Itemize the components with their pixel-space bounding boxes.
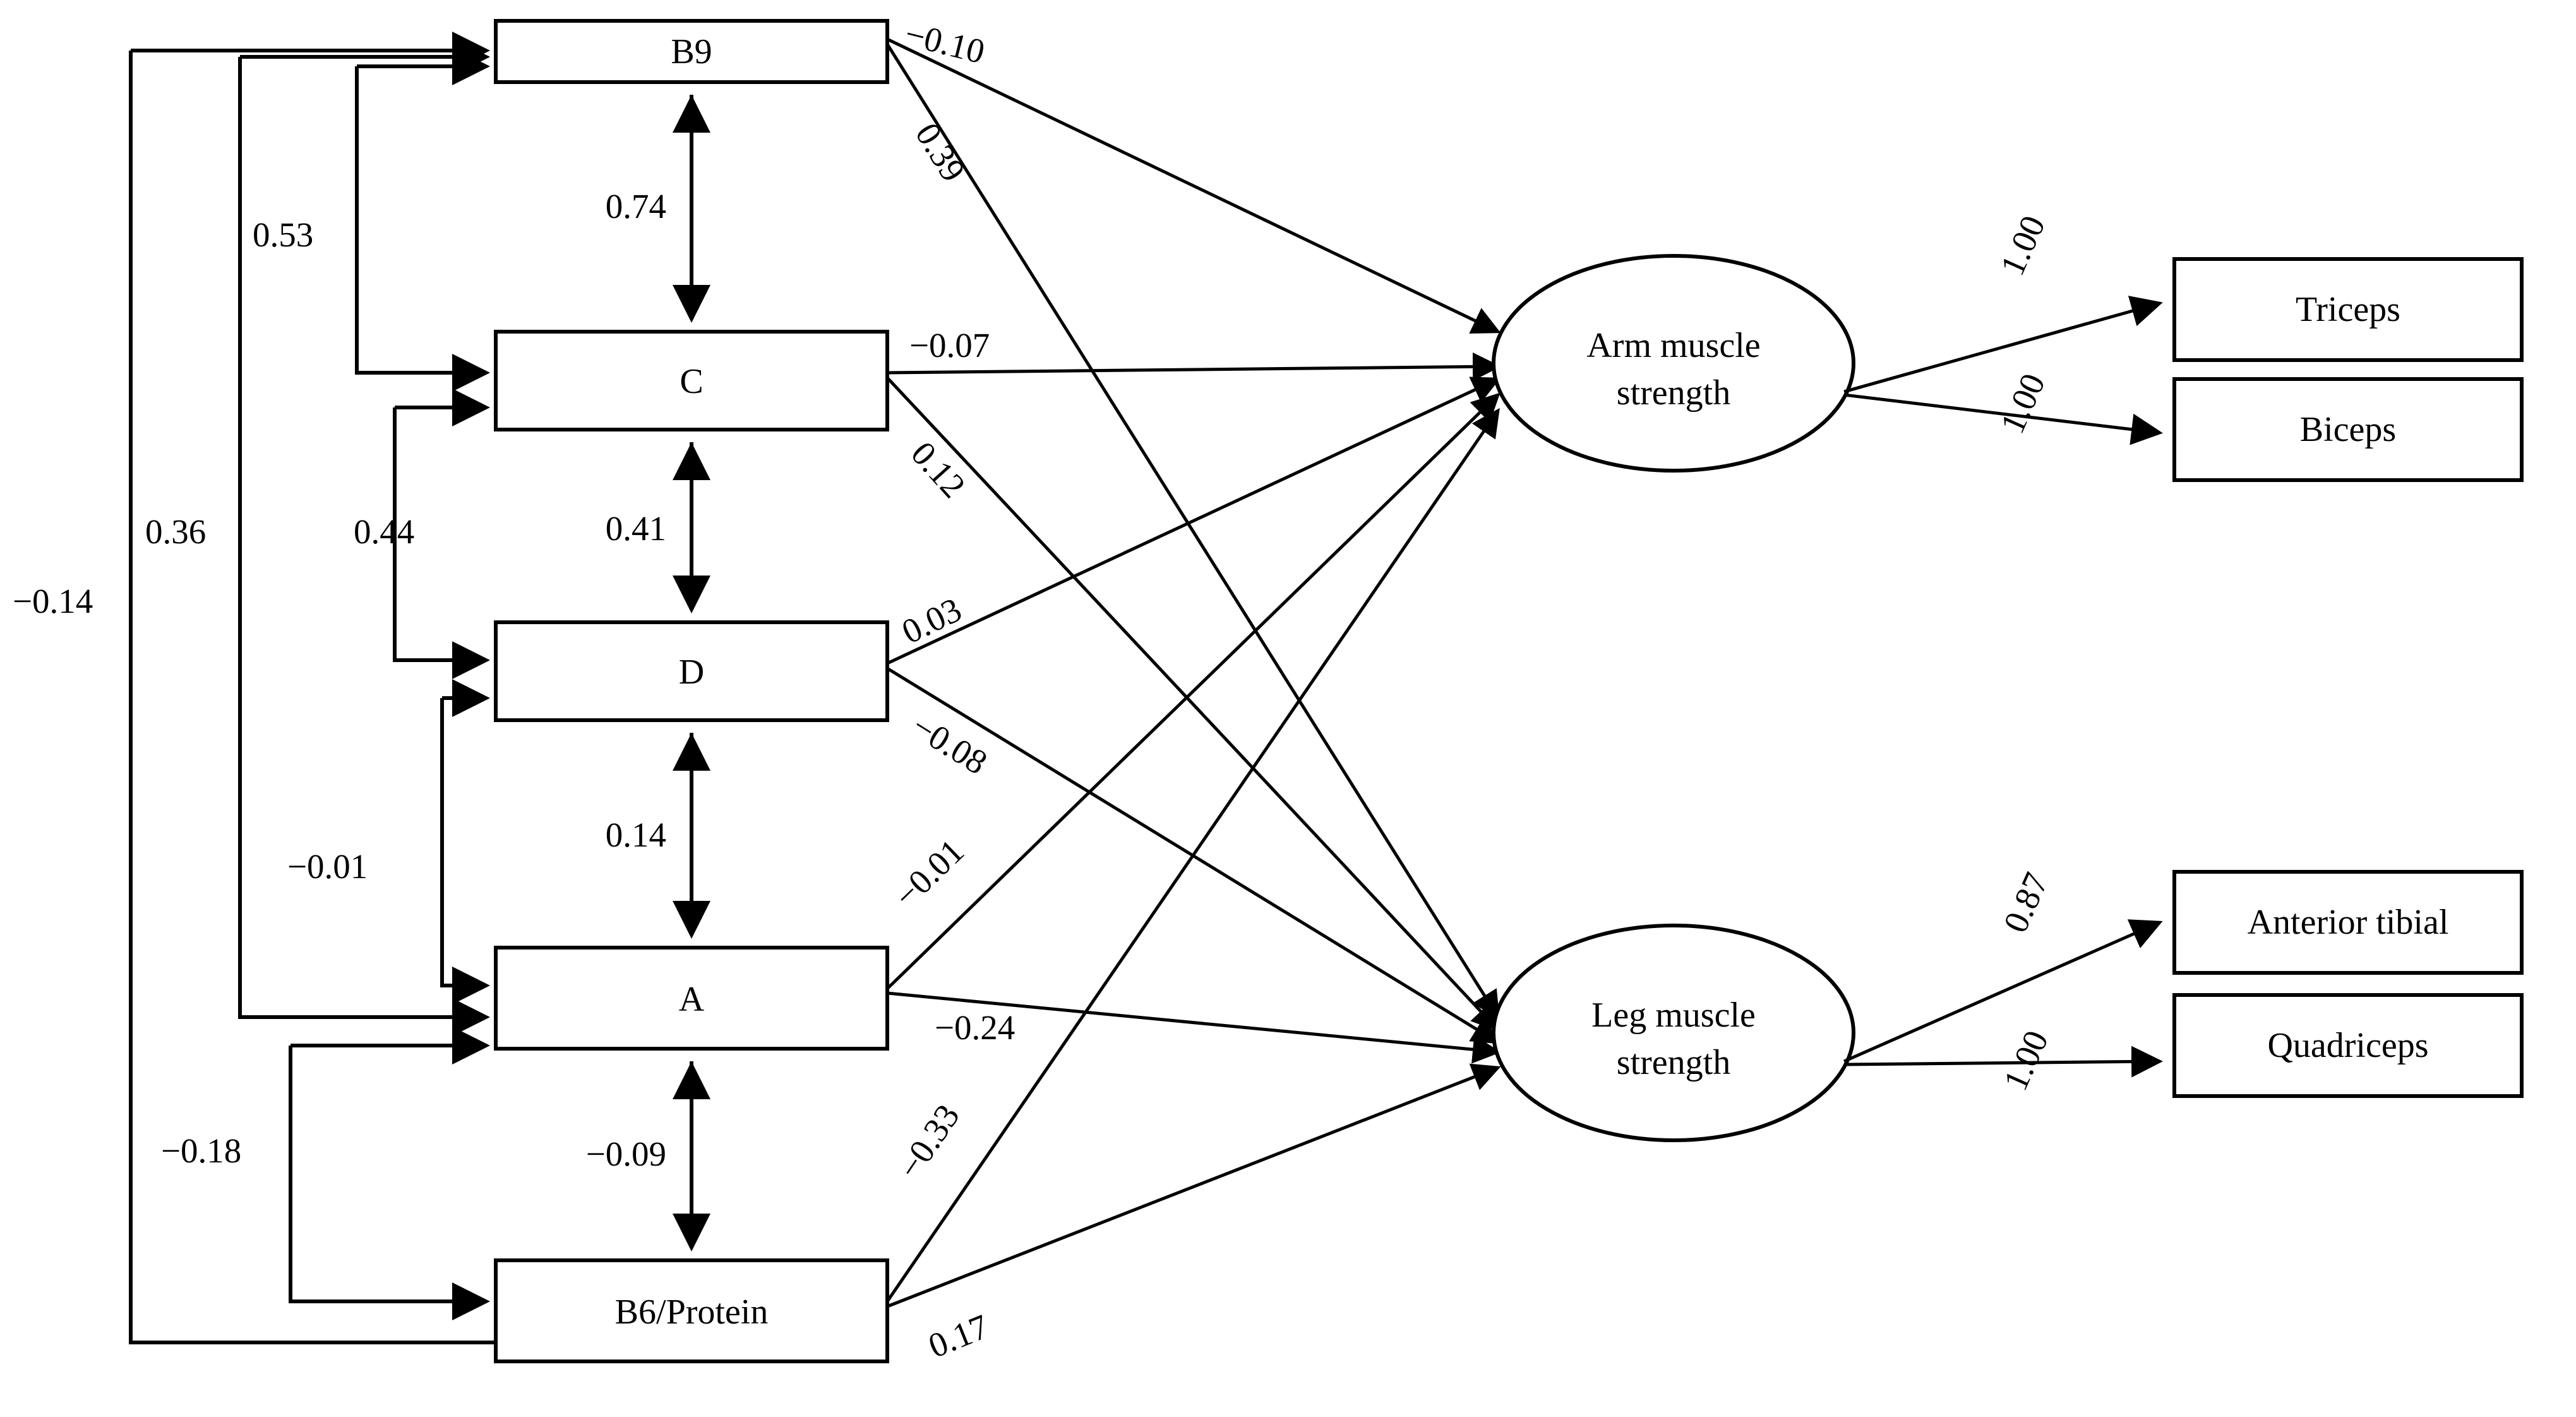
path-label-c-leg: 0.12 [904,434,973,505]
node-label-a: A [679,980,705,1019]
covariance-route-053 [355,47,490,392]
node-box-c[interactable] [494,330,889,431]
path-label-b9-leg: 0.39 [908,116,973,188]
node-label-d: D [679,653,704,692]
latent-ellipse-leg[interactable] [1492,924,1855,1142]
path-d-arm [886,377,1501,665]
cov-label-neg001: −0.01 [287,847,368,886]
path-label-a-leg: −0.24 [935,1008,1015,1047]
loading-label-leg-anterior: 0.87 [1996,867,2056,938]
loading-arm-triceps [1843,296,2163,394]
path-b6-arm [885,407,1500,1303]
cov-label-neg009: −0.09 [586,1135,666,1173]
loading-leg-anterior [1843,919,2163,1063]
node-box-a[interactable] [494,946,889,1051]
path-a-leg [887,991,1501,1064]
indicator-label-quadriceps: Quadriceps [2267,1026,2428,1065]
cov-label-neg014: −0.14 [13,582,93,620]
indicator-box-quadriceps[interactable] [2172,993,2524,1098]
loading-label-arm-biceps: 1.00 [1992,368,2052,439]
node-box-d[interactable] [494,620,889,722]
covariance-route-neg014 [129,32,654,1361]
latent-label-arm-line1: Arm muscle [1586,326,1760,365]
path-c-leg [886,377,1501,1032]
path-label-b6-leg: 0.17 [923,1307,994,1366]
latent-ellipse-arm[interactable] [1492,254,1855,473]
path-b9-arm [886,37,1501,334]
cov-label-044: 0.44 [354,512,414,551]
node-label-c: C [680,362,703,401]
cov-label-074: 0.74 [606,187,666,226]
path-a-arm [886,392,1501,990]
node-label-b9: B9 [671,32,712,71]
path-label-d-leg: −0.08 [906,706,994,781]
cov-label-neg018: −0.18 [161,1131,241,1170]
loading-label-leg-quad: 1.00 [1996,1025,2056,1096]
loading-label-arm-triceps: 1.00 [1992,210,2052,281]
loading-arm-biceps [1843,393,2163,445]
cov-label-053: 0.53 [253,215,313,254]
indicator-label-biceps: Biceps [2300,410,2396,449]
indicator-label-triceps: Triceps [2296,290,2400,329]
cov-label-041: 0.41 [606,509,666,548]
covariance-route-neg001 [440,679,490,1004]
latent-label-leg-line1: Leg muscle [1591,996,1756,1035]
path-label-c-arm: −0.07 [909,326,990,365]
indicator-box-biceps[interactable] [2172,377,2524,482]
path-c-arm [887,352,1501,381]
path-label-b6-arm: −0.33 [890,1097,967,1186]
latent-label-leg-line2: strength [1617,1043,1730,1082]
node-label-b6protein: B6/Protein [615,1293,769,1332]
indicator-box-anterior-tibial[interactable] [2172,870,2524,975]
cov-label-036: 0.36 [145,512,206,551]
covariance-route-044 [393,389,490,679]
path-b9-leg [885,43,1500,1020]
latent-label-arm-line2: strength [1617,373,1730,413]
path-label-a-arm: −0.01 [887,831,971,915]
covariance-route-neg018 [289,1027,490,1320]
node-box-b9[interactable] [494,19,889,84]
covariance-route-036 [238,38,490,1036]
path-label-b9-arm: −0.10 [901,14,988,71]
cov-label-014: 0.14 [606,816,666,854]
node-box-b6protein[interactable] [494,1258,889,1363]
path-b6-leg [887,1063,1501,1308]
loading-leg-quad [1843,1046,2163,1078]
indicator-box-triceps[interactable] [2172,257,2524,362]
indicator-label-anterior-tibial: Anterior tibial [2248,903,2449,942]
